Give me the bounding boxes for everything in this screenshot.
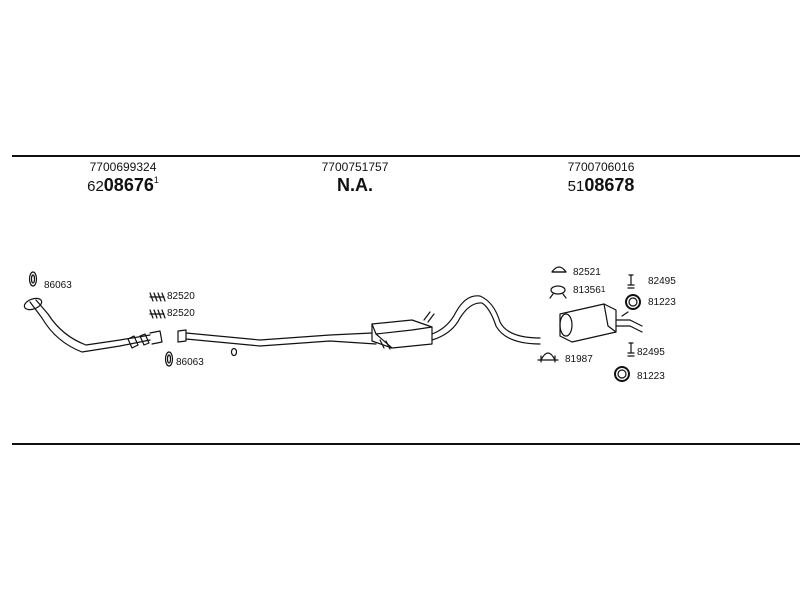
clamp-82521-icon bbox=[551, 266, 567, 273]
label-86063-bottom: 86063 bbox=[176, 357, 204, 368]
gasket-86063-bottom bbox=[164, 351, 174, 367]
header-middle-pipe: 7700751757 N.A. bbox=[300, 160, 410, 196]
header-ref: 7700699324 bbox=[89, 160, 157, 174]
label-86063-top: 86063 bbox=[44, 280, 72, 291]
rear-silencer bbox=[559, 303, 643, 343]
middle-pipe bbox=[177, 329, 391, 357]
label-82521: 82521 bbox=[573, 267, 601, 278]
bolt-82520-b-icon bbox=[149, 309, 166, 319]
bolt-82495-bottom-icon bbox=[627, 342, 635, 357]
label-82495-bottom: 82495 bbox=[637, 347, 665, 358]
gasket-86063-top bbox=[28, 271, 38, 287]
label-81223-bottom: 81223 bbox=[637, 371, 665, 382]
label-81223-top: 81223 bbox=[648, 297, 676, 308]
label-82520-a: 82520 bbox=[167, 291, 195, 302]
intermediate-silencer bbox=[371, 319, 433, 349]
label-81356: 813561 bbox=[573, 285, 606, 296]
header-front-pipe: 7700699324 62086761 bbox=[68, 160, 178, 196]
header-rear-silencer: 7700706016 5108678 bbox=[546, 160, 656, 196]
label-82495-top: 82495 bbox=[648, 276, 676, 287]
front-pipe bbox=[23, 297, 163, 353]
top-divider bbox=[12, 155, 800, 157]
clamp-81987-icon bbox=[537, 352, 559, 363]
bolt-82495-top-icon bbox=[627, 274, 635, 289]
header-ref: 7700706016 bbox=[567, 160, 635, 174]
label-81987: 81987 bbox=[565, 354, 593, 365]
ring-81223-top-icon bbox=[625, 294, 641, 310]
bolt-82520-a-icon bbox=[149, 292, 166, 302]
bottom-divider bbox=[12, 443, 800, 445]
header-ref: 7700751757 bbox=[321, 160, 389, 174]
header-code: 62086761 bbox=[87, 175, 159, 195]
rear-pipe bbox=[423, 295, 541, 345]
ring-81223-bottom-icon bbox=[614, 366, 630, 382]
hanger-81356-icon bbox=[549, 285, 567, 299]
header-code: N.A. bbox=[337, 175, 373, 195]
label-82520-b: 82520 bbox=[167, 308, 195, 319]
header-code: 5108678 bbox=[567, 175, 635, 195]
